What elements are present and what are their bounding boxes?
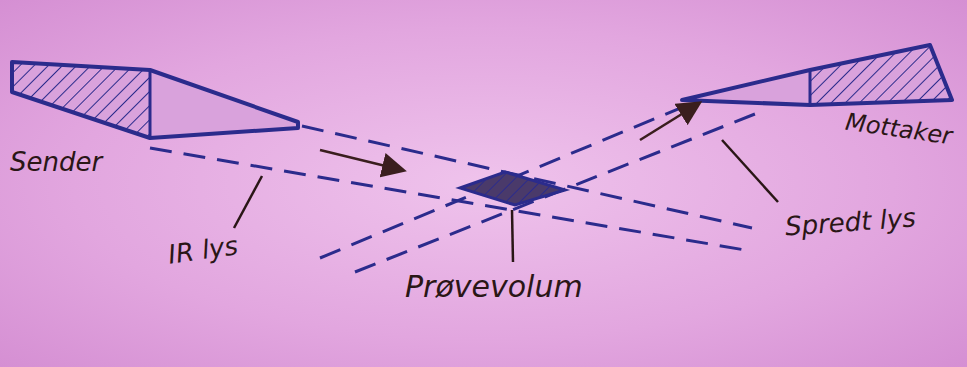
label-text: IR lys	[166, 231, 239, 269]
scatter-beam	[320, 104, 760, 272]
label-text: Sender	[10, 148, 102, 177]
sample-hatch	[460, 172, 565, 205]
receiver-wedge	[682, 45, 952, 105]
label-text: Spredt lys	[784, 203, 916, 241]
leader-lines	[234, 140, 778, 262]
label-text: Prøvevolum	[405, 270, 583, 303]
direction-arrow	[640, 104, 698, 140]
label-text: Mottaker	[844, 109, 954, 150]
direction-arrow	[320, 150, 402, 170]
sender-wedge	[12, 62, 298, 138]
sample-volume	[460, 172, 565, 205]
ir-beam	[150, 126, 752, 250]
